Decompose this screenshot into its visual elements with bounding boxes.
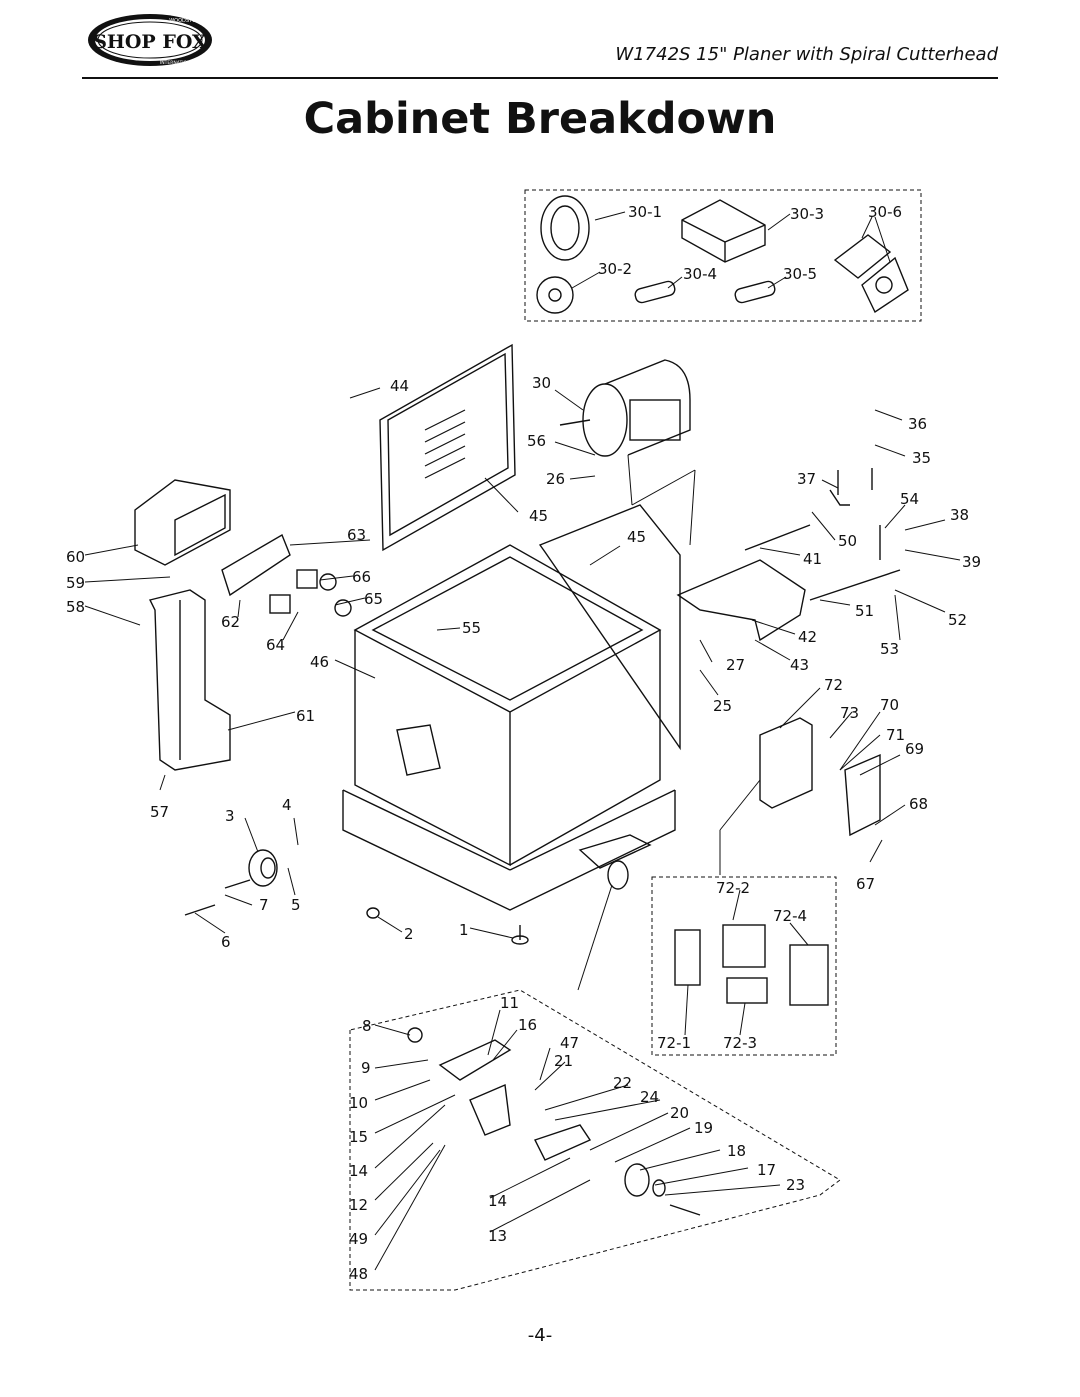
part-label: 30-2 (598, 260, 632, 278)
part-label: 62 (221, 613, 240, 631)
part-label: 27 (726, 656, 745, 674)
part-label: 30-1 (628, 203, 662, 221)
part-label: 35 (912, 449, 931, 467)
part-label: 52 (948, 611, 967, 629)
part-label: 56 (527, 432, 546, 450)
part-label: 73 (840, 704, 859, 722)
part-label: 72 (824, 676, 843, 694)
part-label: 21 (554, 1052, 573, 1070)
page-number: -4- (527, 1325, 553, 1346)
part-label: 26 (546, 470, 565, 488)
part-label: 15 (349, 1128, 368, 1146)
part-label: 42 (798, 628, 817, 646)
part-label: 63 (347, 526, 366, 544)
logo-ring-bottom: INTERNATIONAL (160, 60, 197, 66)
part-label: 60 (66, 548, 85, 566)
header-model: W1742S 15" Planer with Spiral Cutterhead (615, 44, 998, 65)
part-label: 57 (150, 803, 169, 821)
part-label: 45 (627, 528, 646, 546)
shop-fox-logo: SHOP FOX WOODSTOCK INTERNATIONAL (86, 12, 214, 68)
part-label: 11 (500, 994, 519, 1012)
part-label: 46 (310, 653, 329, 671)
part-label: 55 (462, 619, 481, 637)
logo-brand: SHOP FOX (93, 31, 207, 53)
part-label: 18 (727, 1142, 746, 1160)
part-label: 30 (532, 374, 551, 392)
part-label: 44 (390, 377, 409, 395)
part-label: 5 (291, 896, 301, 914)
part-label: 10 (349, 1094, 368, 1112)
part-label: 38 (950, 506, 969, 524)
part-label: 19 (694, 1119, 713, 1137)
part-label: 30-3 (790, 205, 824, 223)
part-label: 12 (349, 1196, 368, 1214)
part-label: 6 (221, 933, 231, 951)
part-label: 71 (886, 726, 905, 744)
part-label: 68 (909, 795, 928, 813)
part-label: 59 (66, 574, 85, 592)
part-label: 25 (713, 697, 732, 715)
part-label: 14 (349, 1162, 368, 1180)
part-label: 1 (459, 921, 469, 939)
part-label: 58 (66, 598, 85, 616)
part-label: 65 (364, 590, 383, 608)
part-label: 7 (259, 896, 269, 914)
part-label: 69 (905, 740, 924, 758)
part-label: 66 (352, 568, 371, 586)
part-label: 22 (613, 1074, 632, 1092)
part-label: 50 (838, 532, 857, 550)
header-rule (82, 77, 998, 79)
part-label: 13 (488, 1227, 507, 1245)
part-label: 16 (518, 1016, 537, 1034)
part-label: 30-5 (783, 265, 817, 283)
part-label: 2 (404, 925, 414, 943)
part-label: 72-4 (773, 907, 807, 925)
part-label: 17 (757, 1161, 776, 1179)
part-label: 51 (855, 602, 874, 620)
part-label: 23 (786, 1176, 805, 1194)
part-label: 64 (266, 636, 285, 654)
part-label: 49 (349, 1230, 368, 1248)
part-label: 3 (225, 807, 235, 825)
part-label: 47 (560, 1034, 579, 1052)
part-label: 72-3 (723, 1034, 757, 1052)
part-label: 9 (361, 1059, 371, 1077)
page-title: Cabinet Breakdown (303, 94, 777, 144)
part-label: 45 (529, 507, 548, 525)
part-label: 39 (962, 553, 981, 571)
part-label: 72-2 (716, 879, 750, 897)
logo-ring-top: WOODSTOCK (169, 18, 203, 24)
part-label: 8 (362, 1017, 372, 1035)
part-label: 37 (797, 470, 816, 488)
part-label: 20 (670, 1104, 689, 1122)
part-label: 4 (282, 796, 292, 814)
part-label: 53 (880, 640, 899, 658)
part-label: 48 (349, 1265, 368, 1283)
part-label: 24 (640, 1088, 659, 1106)
part-label: 43 (790, 656, 809, 674)
part-label: 61 (296, 707, 315, 725)
part-label: 70 (880, 696, 899, 714)
part-label: 67 (856, 875, 875, 893)
part-label: 54 (900, 490, 919, 508)
part-label: 14 (488, 1192, 507, 1210)
part-label: 36 (908, 415, 927, 433)
part-label: 72-1 (657, 1034, 691, 1052)
part-label: 41 (803, 550, 822, 568)
part-label: 30-4 (683, 265, 717, 283)
part-label: 30-6 (868, 203, 902, 221)
